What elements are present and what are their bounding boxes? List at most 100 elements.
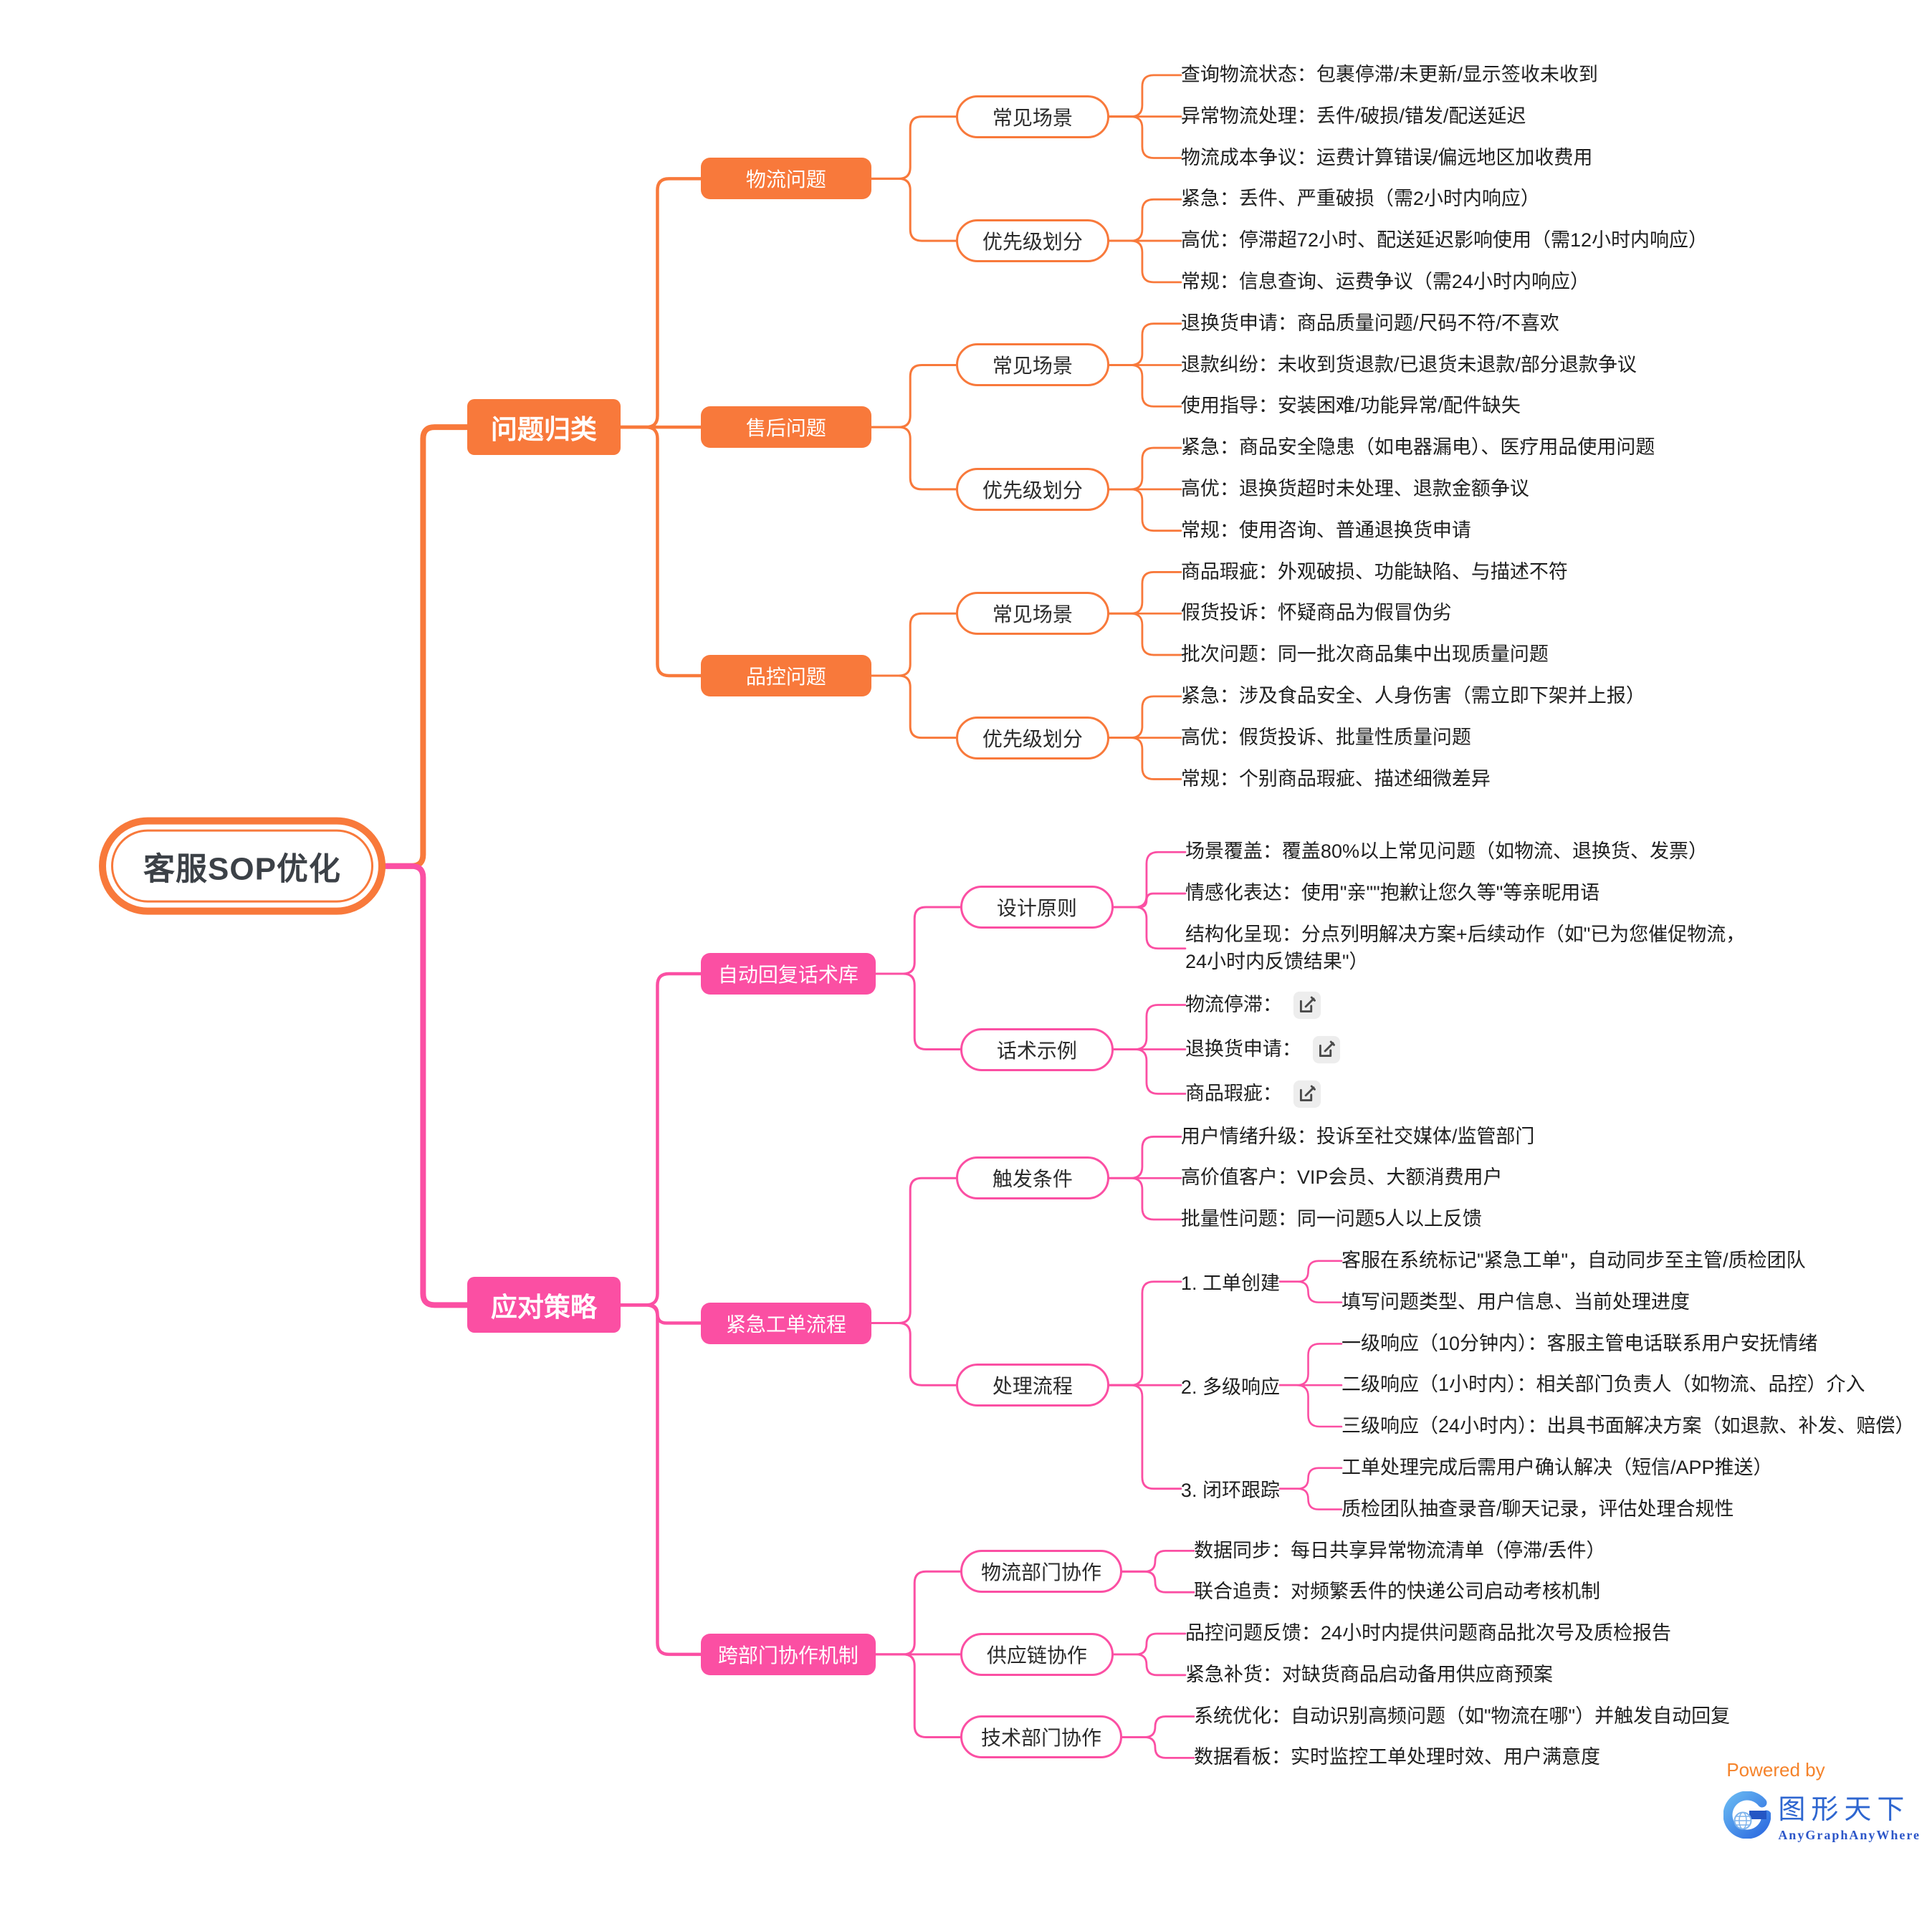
sub-branch-node[interactable]: 物流问题 [700,158,871,200]
topic-node[interactable]: 常见场景 [955,592,1109,636]
leaf-node[interactable]: 二级响应（1小时内）：相关部门负责人（如物流、品控）介入 [1342,1371,1865,1399]
leaf-node[interactable]: 数据同步：每日共享异常物流清单（停滞/丢件） [1194,1538,1606,1565]
topic-node[interactable]: 优先级划分 [955,467,1109,511]
leaf-node[interactable]: 场景覆盖：覆盖80%以上常见问题（如物流、退换货、发票） [1185,838,1708,866]
leaf-node[interactable]: 填写问题类型、用户信息、当前处理进度 [1342,1289,1690,1316]
node-label: 优先级划分 [982,727,1083,750]
leaf-node[interactable]: 高优：退换货超时未处理、退款金额争议 [1181,476,1529,503]
leaf-label: 查询物流状态：包裹停滞/未更新/显示签收未收到 [1180,64,1598,85]
sub-branch-node[interactable]: 自动回复话术库 [700,952,876,995]
leaf-node[interactable]: 使用指导：安装困难/功能异常/配件缺失 [1181,393,1521,420]
leaf-label: 结构化呈现：分点列明解决方案+后续动作（如"已为您催促物流，24小时内反馈结果"… [1185,923,1746,972]
topic-node[interactable]: 触发条件 [955,1156,1109,1200]
sub-branch-node[interactable]: 售后问题 [700,406,871,449]
leaf-node[interactable]: 紧急补货：对缺货商品启动备用供应商预案 [1185,1662,1553,1689]
topic-node[interactable]: 物流部门协作 [960,1550,1122,1594]
topic-node[interactable]: 常见场景 [955,95,1109,138]
leaf-row: 高优：假货投诉、批量性质量问题 [1181,724,1645,752]
leaf-node[interactable]: 商品瑕疵：外观破损、功能缺陷、与描述不符 [1181,559,1568,586]
leaf-node[interactable]: 紧急：商品安全隐患（如电器漏电）、医疗用品使用问题 [1181,434,1655,461]
node-label: 优先级划分 [982,231,1083,254]
leaf-node[interactable]: 紧急：丢件、严重破损（需2小时内响应） [1181,186,1540,213]
leaf-node[interactable]: 用户情绪升级：投诉至社交媒体/监管部门 [1181,1124,1535,1151]
topic-node[interactable]: 处理流程 [955,1364,1109,1407]
leaf-node[interactable]: 退款纠纷：未收到货退款/已退货未退款/部分退款争议 [1181,352,1637,379]
main-branch-node[interactable]: 问题归类 [467,399,621,456]
tree-branch: 售后问题 常见场景 退换货申请：商品质量问题/尺码不符/不喜欢退款纠纷：未收到货退款… [700,310,1708,545]
leaf-node[interactable]: 品控问题反馈：24小时内提供问题商品批次号及质检报告 [1185,1620,1671,1647]
topic-node[interactable]: 话术示例 [960,1027,1114,1071]
topic-node[interactable]: 优先级划分 [955,716,1109,760]
topic-node[interactable]: 常见场景 [955,343,1109,387]
leaf-node[interactable]: 常规：个别商品瑕疵、描述细微差异 [1181,766,1491,793]
topic-node[interactable]: 设计原则 [960,885,1114,929]
leaf-node[interactable]: 查询物流状态：包裹停滞/未更新/显示签收未收到 [1181,62,1598,89]
leaf-node[interactable]: 高优：停滞超72小时、配送延迟影响使用（需12小时内响应） [1181,227,1708,254]
node-label: 紧急工单流程 [725,1313,846,1336]
leaf-node[interactable]: 异常物流处理：丢件/破损/错发/配送延迟 [1181,103,1526,130]
topic-node[interactable]: 优先级划分 [955,219,1109,263]
leaf-node[interactable]: 高价值客户：VIP会员、大额消费用户 [1181,1164,1503,1192]
leaf-node[interactable]: 批次问题：同一批次商品集中出现质量问题 [1181,641,1549,669]
edit-icon[interactable] [1311,1035,1342,1065]
leaf-node[interactable]: 常规：使用咨询、普通退换货申请 [1181,517,1471,545]
leaf-row: 质检团队抽查录音/聊天记录，评估处理合规性 [1342,1496,1773,1523]
leaf-node[interactable]: 三级响应（24小时内）：出具书面解决方案（如退款、补发、赔偿） [1342,1413,1915,1440]
leaf-node[interactable]: 客服在系统标记"紧急工单"，自动同步至主管/质检团队 [1342,1247,1806,1275]
leaf-node[interactable]: 联合追责：对频繁丢件的快递公司启动考核机制 [1194,1578,1600,1606]
step-node[interactable]: 3. 闭环跟踪 [1181,1473,1280,1504]
tree-branch: 物流问题 常见场景 查询物流状态：包裹停滞/未更新/显示签收未收到异常物流处理：丢件… [700,62,1708,296]
node-label: 自动回复话术库 [717,963,859,986]
topic-node[interactable]: 技术部门协作 [960,1715,1122,1759]
tree-branch: 1. 工单创建 客服在系统标记"紧急工单"，自动同步至主管/质检团队填写问题类型、… [1181,1247,1915,1316]
sub-branch-node[interactable]: 品控问题 [700,654,871,696]
tree-branch: 技术部门协作 系统优化：自动识别高频问题（如"物流在哪"）并触发自动回复数据看板：… [960,1703,1730,1772]
leaf-node[interactable]: 常规：信息查询、运费争议（需24小时内响应） [1181,269,1589,296]
children-column: 物流问题常见场景查询物流状态：包裹停滞/未更新/显示签收未收到异常物流处理：丢件… [700,62,1708,793]
sub-branch-node[interactable]: 跨部门协作机制 [700,1633,876,1675]
leaf-node[interactable]: 结构化呈现：分点列明解决方案+后续动作（如"已为您催促物流，24小时内反馈结果"… [1185,921,1759,976]
leaf-node[interactable]: 工单处理完成后需用户确认解决（短信/APP推送） [1342,1455,1773,1482]
leaf-node[interactable]: 紧急：涉及食品安全、人身伤害（需立即下架并上报） [1181,683,1645,710]
leaf-label: 商品瑕疵： [1185,1082,1282,1104]
root-node[interactable]: 客服SOP优化 [99,817,386,915]
node-label: 物流部门协作 [980,1561,1101,1584]
leaf-node[interactable]: 物流成本争议：运费计算错误/偏远地区加收费用 [1181,145,1593,172]
leaf-node[interactable]: 物流停滞： [1185,990,1322,1020]
leaf-label: 常规：个别商品瑕疵、描述细微差异 [1180,767,1491,790]
node-label: 常见场景 [992,603,1073,626]
leaf-node[interactable]: 质检团队抽查录音/聊天记录，评估处理合规性 [1342,1496,1734,1523]
leaf-label: 数据看板：实时监控工单处理时效、用户满意度 [1193,1746,1600,1768]
tree-branch: 2. 多级响应 一级响应（10分钟内）：客服主管电话联系用户安抚情绪二级响应（1小… [1181,1331,1915,1440]
topic-node[interactable]: 供应链协作 [960,1632,1114,1676]
leaf-row: 数据看板：实时监控工单处理时效、用户满意度 [1194,1744,1730,1771]
leaf-row: 批量性问题：同一问题5人以上反馈 [1181,1206,1535,1233]
powered-by-label: Powered by [1726,1759,1825,1781]
leaf-row: 紧急补货：对缺货商品启动备用供应商预案 [1185,1662,1671,1689]
leaf-node[interactable]: 批量性问题：同一问题5人以上反馈 [1181,1206,1482,1233]
leaf-node[interactable]: 高优：假货投诉、批量性质量问题 [1181,724,1471,752]
tree-branch: 物流部门协作 数据同步：每日共享异常物流清单（停滞/丢件） 联合追责：对频繁丢件的快… [960,1538,1730,1606]
leaf-label: 物流成本争议：运费计算错误/偏远地区加收费用 [1180,146,1593,168]
node-label: 1. 工单创建 [1180,1273,1280,1295]
step-node[interactable]: 1. 工单创建 [1181,1266,1280,1297]
leaf-node[interactable]: 数据看板：实时监控工单处理时效、用户满意度 [1194,1744,1600,1771]
brand-logo-icon [1723,1791,1771,1839]
leaf-row: 假货投诉：怀疑商品为假冒伪劣 [1181,600,1568,627]
sub-branch-node[interactable]: 紧急工单流程 [700,1302,871,1344]
leaf-node[interactable]: 退换货申请：商品质量问题/尺码不符/不喜欢 [1181,310,1559,337]
leaf-row: 用户情绪升级：投诉至社交媒体/监管部门 [1181,1124,1535,1151]
leaf-label: 数据同步：每日共享异常物流清单（停滞/丢件） [1193,1539,1606,1561]
edit-icon[interactable] [1292,990,1322,1020]
step-node[interactable]: 2. 多级响应 [1181,1370,1280,1401]
leaf-node[interactable]: 商品瑕疵： [1185,1079,1322,1109]
leaf-node[interactable]: 情感化表达：使用"亲""抱歉让您久等"等亲昵用语 [1185,880,1599,907]
edit-icon[interactable] [1292,1079,1322,1109]
leaf-node[interactable]: 退换货申请： [1185,1035,1342,1065]
leaf-node[interactable]: 假货投诉：怀疑商品为假冒伪劣 [1181,600,1452,627]
node-label: 2. 多级响应 [1180,1376,1280,1398]
leaf-row: 查询物流状态：包裹停滞/未更新/显示签收未收到 [1181,62,1598,89]
main-branch-node[interactable]: 应对策略 [467,1277,621,1333]
leaf-node[interactable]: 一级响应（10分钟内）：客服主管电话联系用户安抚情绪 [1342,1331,1818,1358]
leaf-node[interactable]: 系统优化：自动识别高频问题（如"物流在哪"）并触发自动回复 [1194,1703,1730,1730]
